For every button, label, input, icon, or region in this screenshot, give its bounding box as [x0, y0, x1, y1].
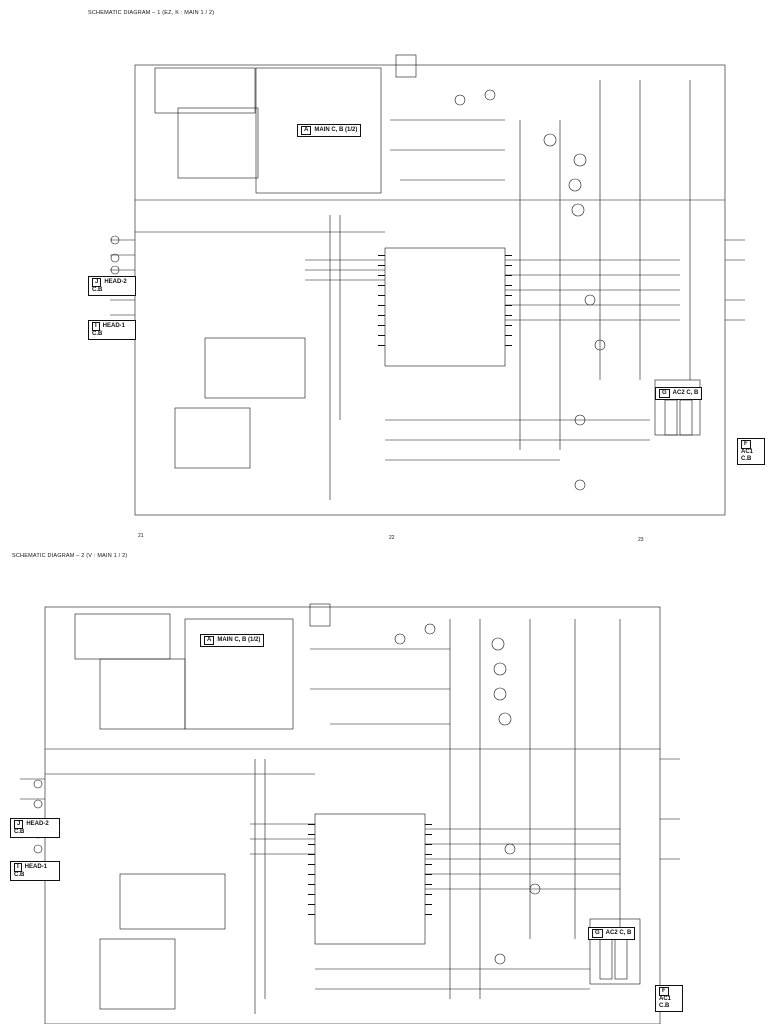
head-1-text: HEAD-1 C.B [14, 864, 48, 878]
main-board-letter: A [301, 126, 312, 135]
schematic-diagram-2 [20, 603, 680, 1024]
head-1-letter: I [92, 322, 100, 331]
ac1-text: AC1 C.B [741, 449, 754, 462]
ac1-letter: F [659, 987, 669, 996]
ac2-text: AC2 C, B [605, 930, 632, 936]
page-number-21: 21 [138, 533, 144, 539]
ac1-text: AC1 C.B [659, 996, 672, 1009]
head-2-text: HEAD-2 C.B [92, 279, 127, 293]
ac2-letter: G [592, 929, 603, 938]
head-1-text: HEAD-1 C.B [92, 323, 126, 337]
diagram-1-title: SCHEMATIC DIAGRAM – 1 (EZ, K : MAIN 1 / … [88, 10, 215, 16]
head-1-letter: I [14, 863, 22, 872]
page-number-23: 23 [638, 537, 644, 543]
main-board-letter: A [204, 636, 215, 645]
ac2-text: AC2 C, B [672, 390, 699, 396]
page-number-22: 22 [389, 535, 395, 541]
schematic-diagram-1 [110, 54, 745, 516]
ac1-label-2: FAC1 C.B [655, 985, 683, 1012]
main-board-text: MAIN C, B (1/2) [314, 127, 358, 133]
head-2-letter: J [92, 278, 102, 287]
diagram-2-title: SCHEMATIC DIAGRAM – 2 (V : MAIN 1 / 2) [12, 553, 128, 559]
head-2-letter: J [14, 820, 24, 829]
ac2-letter: G [659, 389, 670, 398]
ac1-label-1: FAC1 C.B [737, 438, 765, 465]
main-board-text: MAIN C, B (1/2) [217, 637, 261, 643]
head-2-text: HEAD-2 C.B [14, 821, 49, 835]
ac1-letter: F [741, 440, 751, 449]
